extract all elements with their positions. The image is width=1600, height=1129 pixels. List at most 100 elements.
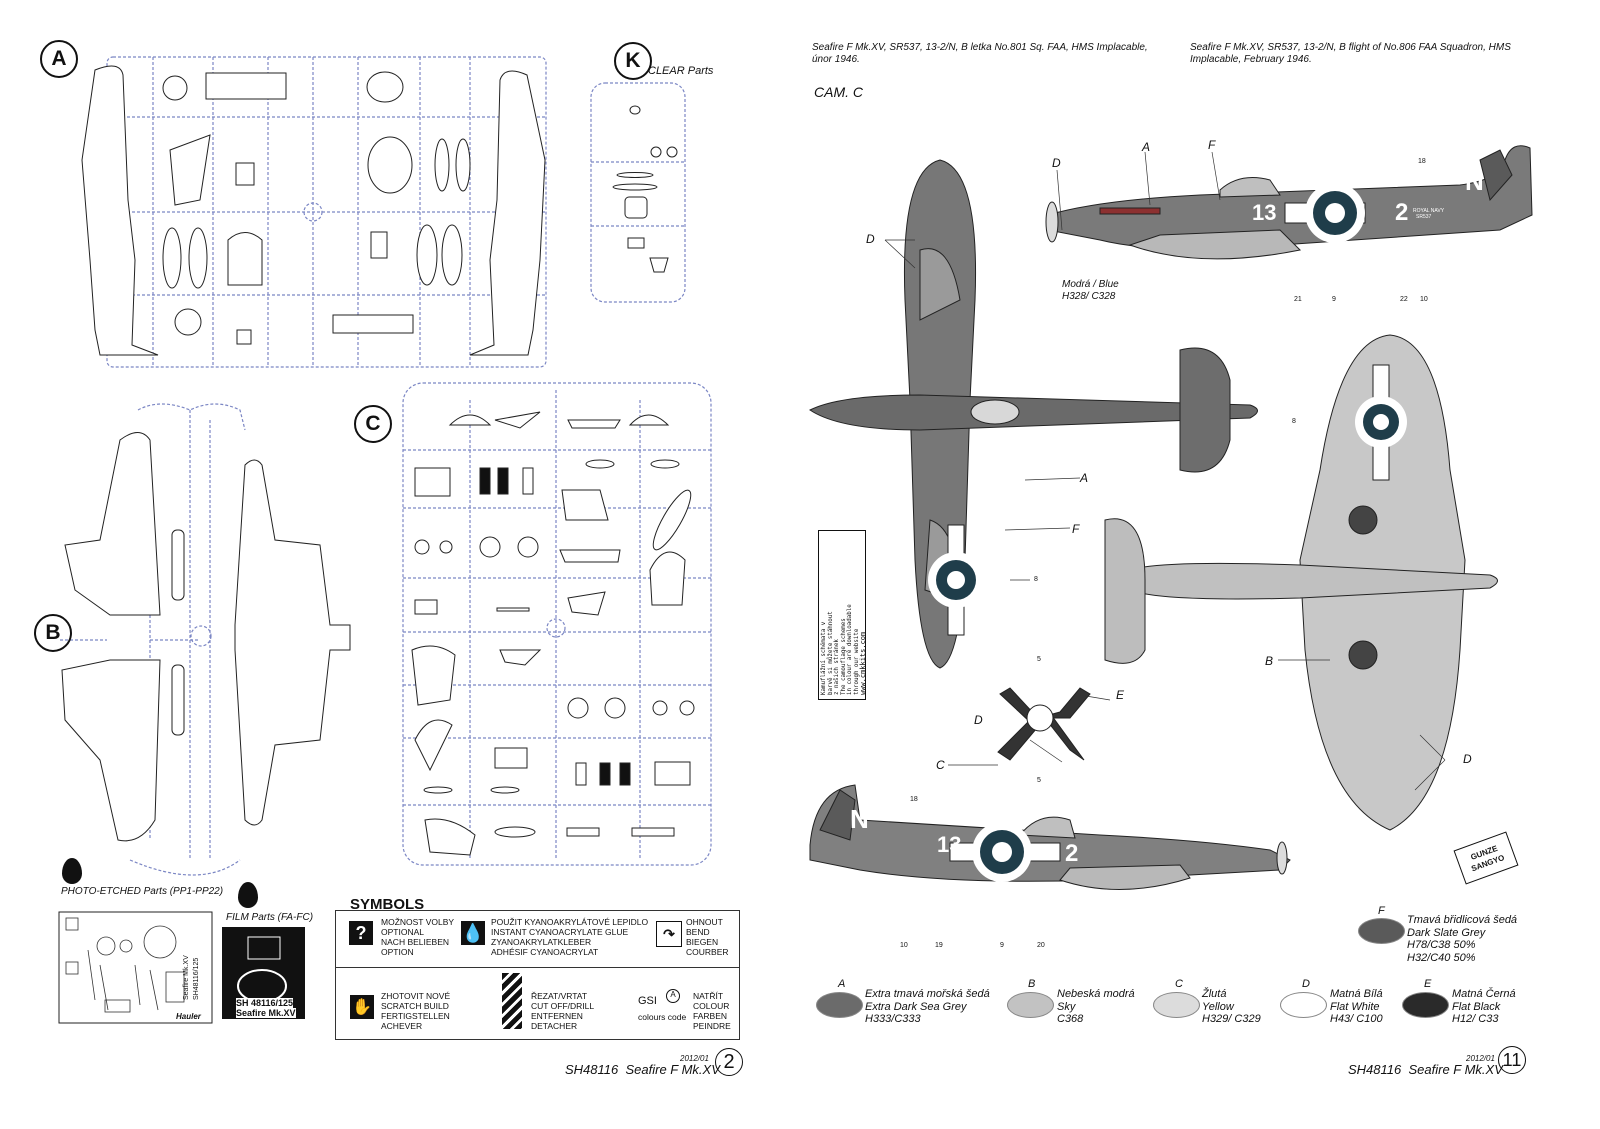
legend-line: Extra Dark Sea Grey xyxy=(865,1000,967,1013)
code-2-bottom: 2 xyxy=(1065,840,1079,867)
legend-line: Flat White xyxy=(1330,1000,1380,1013)
num-8-planform: 8 xyxy=(1034,576,1038,583)
legend-line: Tmavá břidlicová šedá xyxy=(1407,914,1518,926)
left-footer-title: SH48116 Seafire F Mk.XV xyxy=(565,1062,720,1077)
legend-line: Extra tmavá mořská šedá xyxy=(865,988,990,1000)
photo-etched-icon xyxy=(62,858,82,884)
legend-line: Matná Bílá xyxy=(1330,988,1383,1000)
sprue-label-a: A xyxy=(40,40,78,78)
sprue-label-c: C xyxy=(354,405,392,443)
legend-swatch-e xyxy=(1402,992,1449,1018)
num-5-top: 5 xyxy=(1037,656,1041,663)
callout-e-prop: E xyxy=(1116,688,1125,702)
gsi-a-icon: A xyxy=(666,989,680,1003)
aircraft-profiles xyxy=(809,145,1533,890)
callout-a-top: A xyxy=(1142,140,1151,154)
fret-brand: Hauler xyxy=(176,1012,201,1021)
left-footer-year: 2012/01 xyxy=(680,1054,709,1063)
legend-line: Sky xyxy=(1057,1000,1076,1013)
sprue-label-k: K xyxy=(614,42,652,80)
fret-text-2: SH48116/125 xyxy=(193,957,200,1000)
film-title: FILM Parts (FA-FC) xyxy=(226,912,314,923)
caption-czech: Seafire F Mk.XV, SR537, 13-2/N, B letka … xyxy=(812,42,1148,65)
wing-center-section xyxy=(234,459,351,826)
num-18-bottom: 18 xyxy=(910,796,918,803)
callout-c-prop: C xyxy=(936,758,945,772)
gsi-label: GSI xyxy=(638,995,657,1007)
film-icon xyxy=(238,882,258,908)
part-a4 xyxy=(169,134,211,206)
wing-lower-left xyxy=(61,659,161,842)
part-seat xyxy=(367,136,413,194)
film-code: SH 48116/125 xyxy=(236,998,294,1008)
legend-swatch-a xyxy=(816,992,863,1018)
legend-line: Yellow xyxy=(1202,1000,1234,1013)
optional-icon: ? xyxy=(349,921,373,945)
right-footer-title: SH48116 Seafire F Mk.XV xyxy=(1348,1062,1503,1077)
num-9-top: 9 xyxy=(1332,296,1336,303)
fuselage-half-left xyxy=(81,65,159,356)
photo-etched-title: PHOTO-ETCHED Parts (PP1-PP22) xyxy=(61,886,224,897)
num-18-top: 18 xyxy=(1418,158,1426,165)
propeller xyxy=(997,687,1091,761)
bend-icon: ↷ xyxy=(656,921,682,947)
legend-line: H12/ C33 xyxy=(1452,1013,1499,1025)
part-radiator xyxy=(205,72,287,100)
profile-port xyxy=(809,784,1291,890)
wing-upper-left xyxy=(64,432,161,616)
sprue-k-frame xyxy=(590,82,686,303)
code-2-top: 2 xyxy=(1395,199,1409,226)
planform-lower xyxy=(1104,334,1498,831)
film-name: Seafire Mk.XV xyxy=(236,1008,296,1018)
callout-d-prop: D xyxy=(974,713,983,727)
part-a5 xyxy=(235,162,255,186)
fret-text-1: Seafire Mk.XV xyxy=(183,955,190,1000)
part-a6 xyxy=(227,232,263,286)
callout-f-planform: F xyxy=(1072,522,1080,536)
legend-letter-d: D xyxy=(1302,978,1310,990)
code-13-top: 13 xyxy=(1252,200,1277,225)
callout-d-lower: D xyxy=(1463,752,1472,766)
cam-label: CAM. C xyxy=(814,84,863,100)
legend-letter-c: C xyxy=(1175,978,1183,990)
legend-line: Flat Black xyxy=(1452,1000,1501,1013)
legend-line: C368 xyxy=(1057,1013,1084,1025)
legend-line: H333/C333 xyxy=(865,1013,921,1025)
sprue-b-frame xyxy=(137,403,246,431)
code-n-bottom: N xyxy=(850,804,869,834)
legend-line: H329/ C329 xyxy=(1202,1013,1261,1025)
roundels xyxy=(928,183,1407,882)
legend-swatch-c xyxy=(1153,992,1200,1018)
legend-swatch-d xyxy=(1280,992,1327,1018)
right-page-number: 11 xyxy=(1498,1046,1526,1074)
royal-navy-text: ROYAL NAVY xyxy=(1413,208,1445,214)
num-19: 19 xyxy=(935,942,943,949)
num-10-bottom: 10 xyxy=(900,942,908,949)
fuselage-half-right xyxy=(469,70,546,356)
sprue-c-frame xyxy=(402,382,712,866)
legend-letter-e: E xyxy=(1424,978,1432,990)
legend-line: H32/C40 50% xyxy=(1407,951,1476,964)
code-13-bottom: 13 xyxy=(937,832,962,857)
num-20: 20 xyxy=(1037,942,1045,949)
legend-swatch-b xyxy=(1007,992,1054,1018)
callout-d-wing: D xyxy=(866,232,875,246)
num-21: 21 xyxy=(1294,296,1302,303)
callout-f-top: F xyxy=(1208,138,1216,152)
cut-drill-icon xyxy=(502,973,522,1029)
legend-letter-b: B xyxy=(1028,978,1036,990)
legend-swatch-f xyxy=(1358,918,1405,944)
legend-line: Matná Černá xyxy=(1452,988,1516,1000)
